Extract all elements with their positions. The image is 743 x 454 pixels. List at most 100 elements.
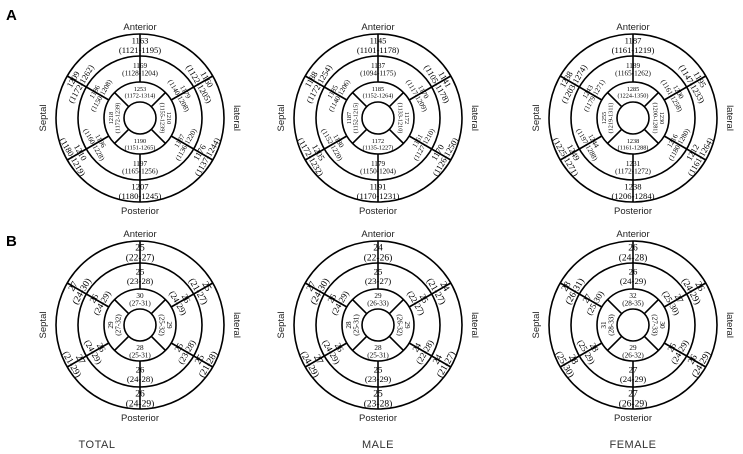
inner-segment-4: 31(28-33) xyxy=(600,314,616,336)
inner-segment-4: 1218(1172-1239) xyxy=(108,103,122,134)
outer-divider xyxy=(193,75,214,88)
outer-segment-4-range: (1206-1284) xyxy=(612,191,655,201)
anterior-label: Anterior xyxy=(361,229,394,240)
inner-divider xyxy=(606,298,623,315)
middle-divider xyxy=(663,86,688,101)
bullseye-a-male: 1145(1101-1178)1141(1105-1178)1170(1126-… xyxy=(276,22,480,217)
outer-segment-1-value: 26 xyxy=(628,244,638,254)
inner-segment-4-range: (28-33) xyxy=(607,314,615,336)
inner-segment-4-value: 1187 xyxy=(346,112,353,124)
outer-segment-1-range: (22-26) xyxy=(364,253,393,264)
inner-segment-2-value: 1230 xyxy=(658,112,665,124)
outer-divider xyxy=(66,148,87,161)
middle-divider xyxy=(85,135,110,150)
inner-divider xyxy=(150,128,167,145)
inner-divider xyxy=(388,91,405,108)
middle-divider xyxy=(408,293,433,308)
panel-label-a: A xyxy=(6,7,17,24)
middle-segment-4-range: (24-29) xyxy=(620,374,646,384)
inner-segment-4-range: (25-31) xyxy=(352,314,360,336)
inner-segment-4-range: (1152-1215) xyxy=(353,103,360,134)
outer-segment-4-range: (1170-1231) xyxy=(357,191,400,201)
inner-segment-4-value: 31 xyxy=(600,321,608,329)
septal-label: Septal xyxy=(531,105,542,132)
outer-divider xyxy=(686,148,707,161)
lateral-label: lateral xyxy=(469,105,480,131)
inner-segment-1: 1285(1224-1350) xyxy=(618,86,649,100)
outer-segment-1-range: (24-28) xyxy=(619,253,648,264)
inner-segment-4: 1187(1152-1215) xyxy=(346,103,360,134)
outer-divider xyxy=(66,355,87,368)
posterior-label: Posterior xyxy=(359,413,397,424)
middle-divider xyxy=(663,293,688,308)
middle-segment-4-range: (1150-1204) xyxy=(360,167,396,175)
outer-segment-1-range: (1161-1219) xyxy=(612,45,655,55)
inner-segment-4-range: (1219-1311) xyxy=(608,103,615,134)
middle-divider xyxy=(408,86,433,101)
inner-segment-1: 29(26-33) xyxy=(367,292,389,308)
bullseye-b-total: 25(22-27)25(21-27)25(21-28)26(24-29)27(2… xyxy=(38,229,242,424)
outer-segment-5-value: 27 xyxy=(73,353,87,366)
outer-segment-2-value: 26 xyxy=(692,280,706,293)
outer-segment-5: 27(21-29) xyxy=(60,345,92,380)
bullseye-b-female: 26(24-28)26(24-29)26(24-29)27(26-29)28(2… xyxy=(531,229,735,424)
inner-segment-1-range: (28-35) xyxy=(622,299,644,307)
outer-segment-3: 25(21-28) xyxy=(189,345,221,380)
middle-divider xyxy=(323,293,348,308)
outer-segment-1-range: (1101-1178) xyxy=(357,45,399,55)
outer-segment-4: 1191(1170-1231) xyxy=(357,182,400,201)
inner-segment-1-value: 1285 xyxy=(627,86,639,93)
outer-divider xyxy=(431,355,452,368)
outer-segment-1-value: 25 xyxy=(135,244,145,254)
inner-segment-4-value: 28 xyxy=(345,321,353,329)
inner-divider xyxy=(643,298,660,315)
inner-segment-3-value: 1238 xyxy=(627,138,639,145)
inner-segment-2-range: (1133-1210) xyxy=(396,103,403,134)
septal-label: Septal xyxy=(531,312,542,339)
inner-divider xyxy=(643,335,660,352)
outer-segment-4-value: 1207 xyxy=(131,182,149,192)
inner-divider xyxy=(643,128,660,145)
outer-segment-3-value: 24 xyxy=(432,353,446,366)
middle-divider xyxy=(170,86,195,101)
middle-divider xyxy=(578,135,603,150)
middle-segment-4-value: 25 xyxy=(374,365,383,375)
inner-segment-2: 29(25-32) xyxy=(158,314,174,336)
inner-segment-1-range: (1152-1264) xyxy=(363,93,394,100)
ring-3 xyxy=(616,101,650,135)
inner-divider xyxy=(150,335,167,352)
outer-segment-2-value: 25 xyxy=(199,280,213,293)
outer-divider xyxy=(193,282,214,295)
anterior-label: Anterior xyxy=(123,229,156,240)
middle-divider xyxy=(578,342,603,357)
inner-divider xyxy=(643,91,660,108)
outer-segment-4: 27(26-29) xyxy=(619,390,648,410)
middle-divider xyxy=(323,86,348,101)
bullseye-a-female: 1187(1161-1219)1195(1147-1233)1212(1161-… xyxy=(531,22,735,217)
inner-segment-2: 1172(1133-1210) xyxy=(396,103,410,134)
middle-divider xyxy=(170,342,195,357)
anterior-label: Anterior xyxy=(616,229,649,240)
inner-divider xyxy=(388,128,405,145)
outer-segment-1: 25(22-27) xyxy=(126,244,155,264)
outer-segment-3-value: 26 xyxy=(687,353,701,366)
inner-segment-1-range: (27-31) xyxy=(129,299,151,307)
inner-divider xyxy=(606,335,623,352)
inner-segment-3-range: (1161-1288) xyxy=(618,145,649,152)
inner-segment-3: 1190(1151-1265) xyxy=(125,138,156,152)
middle-divider xyxy=(323,135,348,150)
middle-segment-4-value: 26 xyxy=(136,365,145,375)
outer-segment-1: 26(24-28) xyxy=(619,244,648,264)
lateral-label: lateral xyxy=(724,312,735,338)
inner-segment-2-value: 1172 xyxy=(403,112,410,124)
outer-segment-6-value: 28 xyxy=(560,280,574,293)
outer-segment-2: 25(21-27) xyxy=(186,272,218,307)
inner-segment-3-value: 28 xyxy=(136,344,144,352)
lateral-label: lateral xyxy=(231,105,242,131)
middle-segment-1-range: (24-29) xyxy=(620,276,646,286)
middle-segment-1: 1137(1094-1175) xyxy=(360,62,396,78)
middle-divider xyxy=(408,135,433,150)
inner-divider xyxy=(113,335,130,352)
inner-segment-1-value: 1253 xyxy=(134,86,146,93)
